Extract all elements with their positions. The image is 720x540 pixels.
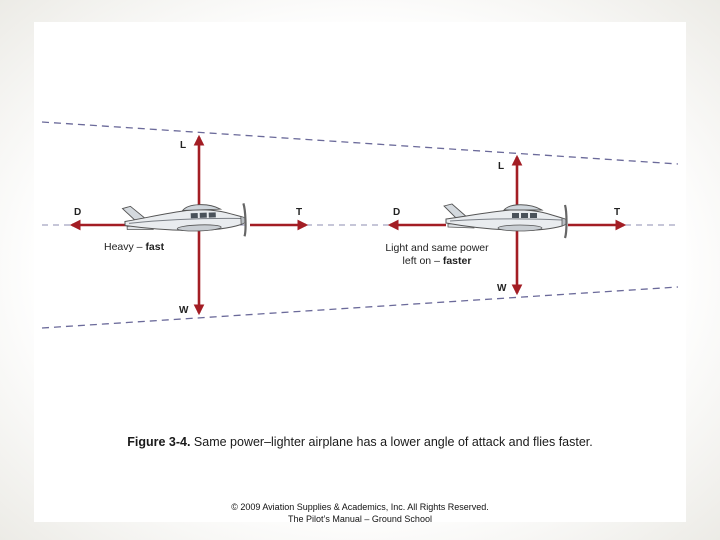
right-description-line1: Light and same power — [385, 242, 489, 254]
right-airplane — [442, 202, 568, 240]
upper-dashed-line — [41, 121, 679, 165]
left-airplane — [121, 201, 248, 242]
book-title-line: The Pilot’s Manual – Ground School — [288, 514, 432, 524]
figure-caption-text: Same power–lighter airplane has a lower … — [190, 435, 593, 449]
figure-label: Figure 3-4. — [127, 435, 191, 449]
right-force-arrows — [387, 154, 627, 296]
copyright-footer: © 2009 Aviation Supplies & Academics, In… — [0, 501, 720, 525]
right-drag-label: D — [393, 207, 400, 218]
right-thrust-label: T — [614, 207, 620, 218]
left-lift-label: L — [180, 140, 186, 151]
left-drag-label: D — [74, 207, 81, 218]
figure-caption: Figure 3-4. Same power–lighter airplane … — [0, 435, 720, 449]
left-description: Heavy – fast — [104, 241, 165, 253]
left-thrust-label: T — [296, 207, 302, 218]
slide-panel — [34, 22, 686, 522]
left-weight-label: W — [179, 305, 189, 316]
right-lift-label: L — [498, 161, 504, 172]
right-weight-label: W — [497, 283, 507, 294]
right-description-line2: left on – faster — [403, 255, 472, 267]
copyright-line: © 2009 Aviation Supplies & Academics, In… — [231, 502, 489, 512]
lower-dashed-line — [41, 286, 679, 329]
